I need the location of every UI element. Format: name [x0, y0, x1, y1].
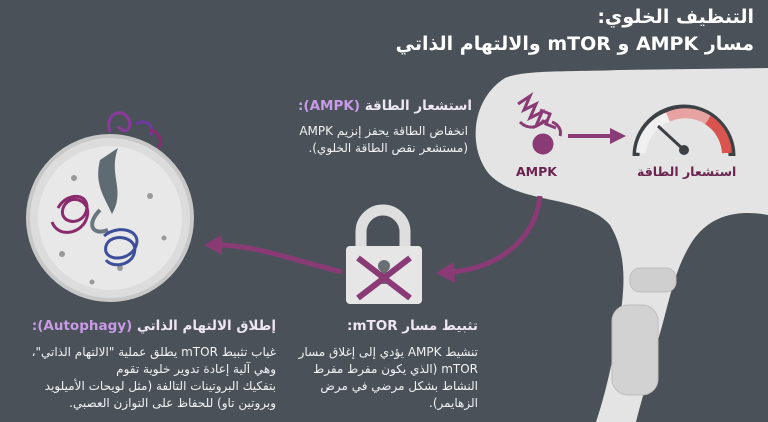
sensing-body-line-1: انخفاض الطاقة يحفز إنزيم AMPK [299, 124, 468, 138]
sensing-heading-tag: (AMPK): [298, 98, 361, 114]
sensing-body-line-2: (مستشعر نقص الطاقة الخلوي). [308, 141, 468, 155]
inhibition-body-line-3: النشاط بشكل مرضي في مرض [320, 379, 478, 393]
padlock-icon [346, 204, 422, 304]
ampk-to-gauge-arrow [568, 128, 626, 144]
inhibition-body-line-2: mTOR (الذي يكون مفرط مفرط [313, 362, 478, 376]
autophagy-heading: إطلاق الالتهام الذاتي (Autophagy): [32, 318, 276, 334]
ampk-label: AMPK [516, 164, 557, 179]
autophagy-body-line-1: غياب تثبيط mTOR يطلق عملية "الالتهام الذ… [31, 345, 276, 359]
ampk-protein-icon [517, 91, 562, 155]
autophagy-body-line-4: وبروتين تاو) للحفاظ على التوازن العصبي. [69, 396, 276, 410]
autophagy-heading-text: إطلاق الالتهام الذاتي [136, 318, 276, 334]
autophagy-heading-tag: (Autophagy): [31, 318, 133, 334]
title-line-1: التنظيف الخلوي: [597, 6, 754, 28]
inhibition-heading: تثبيط مسار mTOR: [347, 318, 478, 334]
lock-to-autophagy-arrow [204, 235, 343, 275]
sensing-heading: استشعار الطاقة (AMPK): [298, 98, 472, 114]
energy-gauge-icon [632, 104, 736, 157]
sensing-heading-text: استشعار الطاقة [364, 98, 472, 114]
sensing-to-lock-arrow [436, 195, 543, 283]
myelin-band [611, 304, 659, 396]
autophagy-body-line-3: بتفكيك البروتينات التالفة (مثل لويحات ال… [44, 379, 276, 393]
autophagy-body-line-2: وهي آلية إعادة تدوير خلوية تقوم [116, 362, 276, 376]
myelin-band [629, 267, 677, 293]
energy-sensor-label: استشعار الطاقة [637, 164, 737, 179]
title-line-2: مسار AMPK و mTOR والالتهام الذاتي [395, 33, 754, 55]
autophagosome-icon [26, 111, 194, 302]
inhibition-body-line-1: تنشيط AMPK يؤدي إلى إغلاق مسار [298, 345, 478, 359]
inhibition-body-line-4: الزهايمر). [429, 396, 478, 410]
neuron-shape [475, 68, 768, 422]
